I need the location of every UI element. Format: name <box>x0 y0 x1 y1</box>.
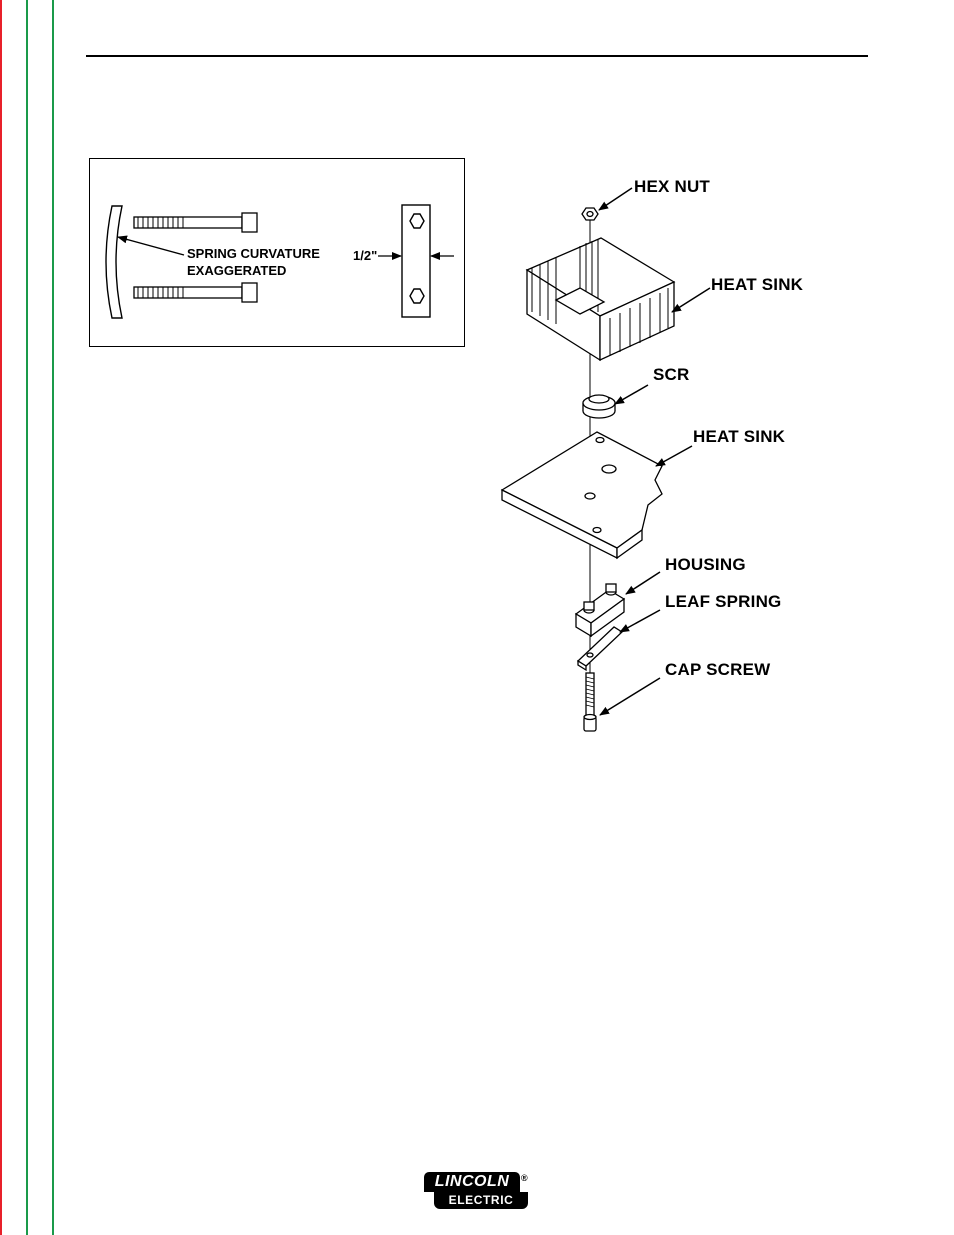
spring-note-line2: EXAGGERATED <box>187 263 286 279</box>
callout-cap-screw: CAP SCREW <box>665 660 770 680</box>
inset-housing-front-view <box>402 205 430 317</box>
scr-part <box>583 395 615 418</box>
leaf-spring-part <box>578 627 622 670</box>
spring-note-line1: SPRING CURVATURE <box>187 246 320 262</box>
cap-screw-part <box>584 673 596 731</box>
lincoln-electric-logo: LINCOLN ELECTRIC ® <box>424 1172 528 1210</box>
inset-spring-pointer <box>118 237 184 255</box>
bottom-heat-sink-part <box>502 432 662 558</box>
top-heat-sink-part <box>527 238 674 360</box>
callout-scr: SCR <box>653 365 690 385</box>
housing-pointer <box>626 572 660 594</box>
hex-nut-part <box>582 208 598 220</box>
dimension-label: 1/2" <box>353 248 377 264</box>
curved-leaf-spring-drawing <box>106 206 122 318</box>
scr-pointer <box>615 385 648 404</box>
top-heat-sink-pointer <box>672 288 710 312</box>
logo-registered-mark: ® <box>521 1173 528 1183</box>
callout-hex-nut: HEX NUT <box>634 177 710 197</box>
hex-nut-pointer <box>599 188 632 210</box>
cap-screw-pointer <box>600 678 660 715</box>
bottom-heat-sink-pointer <box>656 446 692 466</box>
inset-cap-screw-upper <box>134 213 257 232</box>
logo-bottom-text: ELECTRIC <box>434 1192 528 1209</box>
leaf-spring-pointer <box>620 610 660 632</box>
logo-top-text: LINCOLN <box>424 1172 520 1192</box>
callout-heat-sink-top: HEAT SINK <box>711 275 803 295</box>
callout-heat-sink-bottom: HEAT SINK <box>693 427 785 447</box>
logo-top-bar: LINCOLN <box>424 1172 520 1192</box>
callout-housing: HOUSING <box>665 555 746 575</box>
callout-leaf-spring: LEAF SPRING <box>665 592 782 612</box>
logo-bottom-bar: ELECTRIC <box>434 1192 528 1209</box>
inset-cap-screw-lower <box>134 283 257 302</box>
